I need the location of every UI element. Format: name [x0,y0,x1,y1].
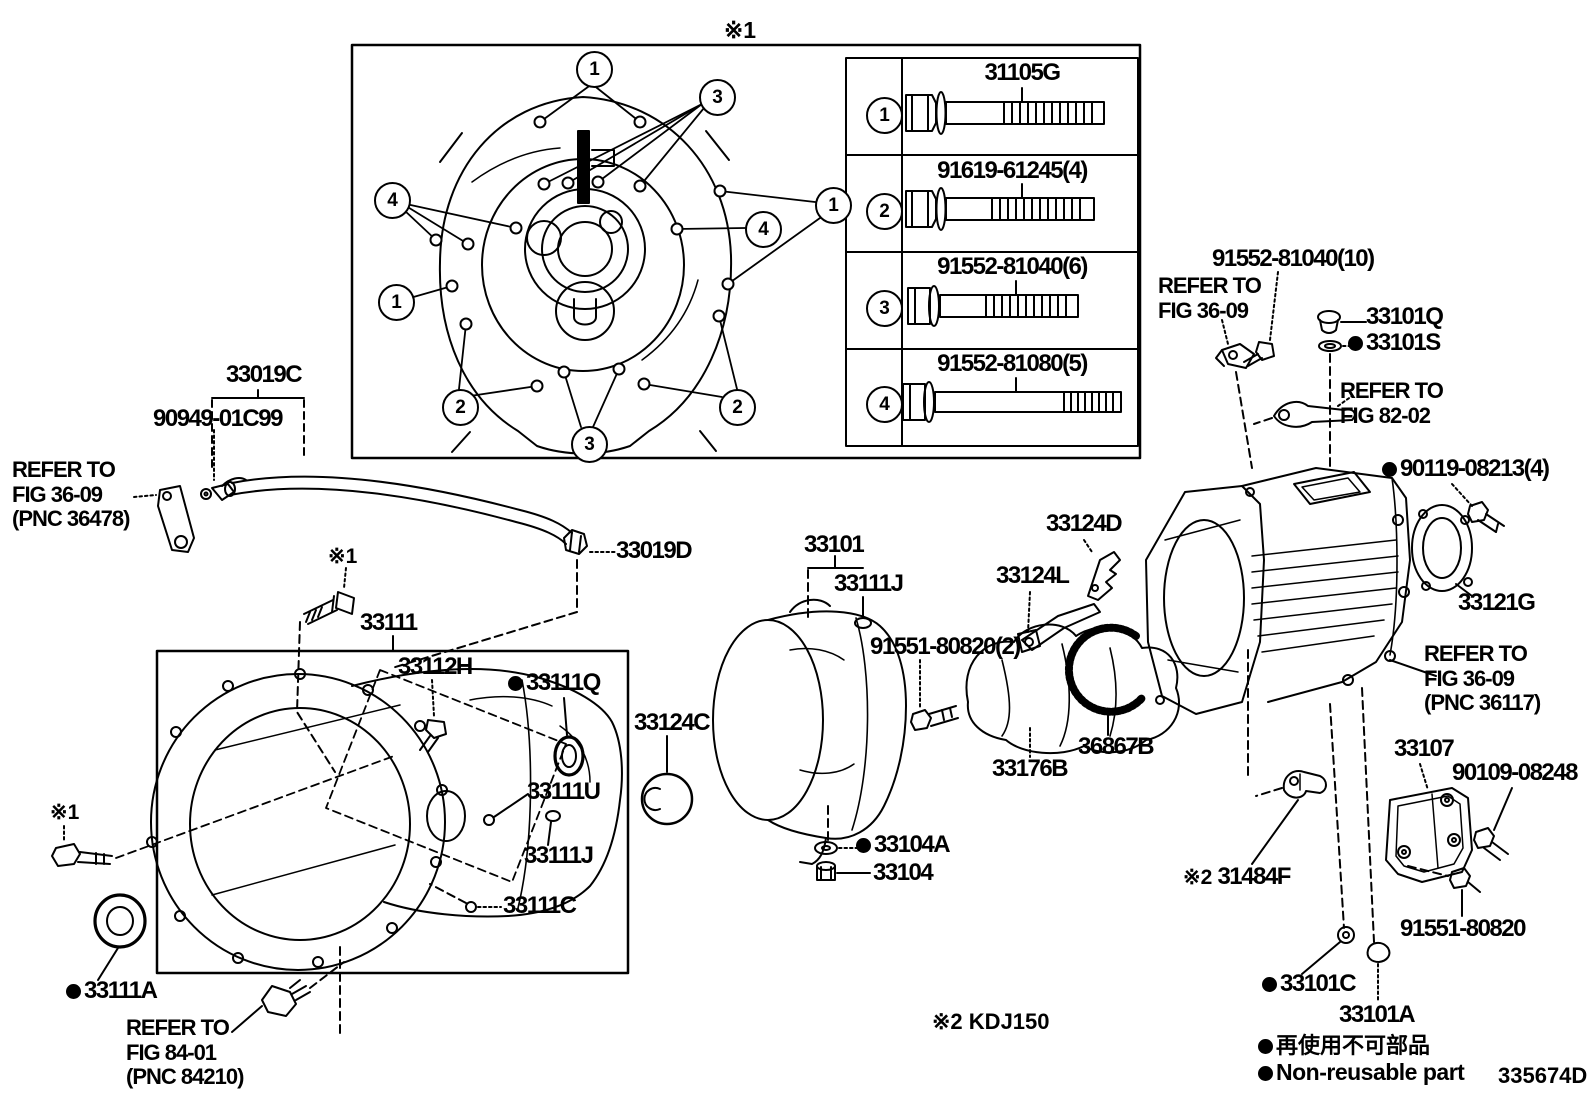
callout-leaders [403,83,821,428]
part-label-33104: 33104 [873,859,934,886]
part-label-33176B: 33176B [992,755,1069,782]
part-label-91552-81040-10: 91552-81040(10) [1212,245,1375,272]
part-label-33104A: 33104A [856,832,951,857]
shift-bracket-drawings [1017,539,1121,653]
callout-2-right: 2 [719,389,756,426]
callout-1-left: 1 [378,284,415,321]
ref-label-fig36-09-top: REFER TO FIG 36-09 [1158,273,1262,323]
ref-label-fig36-09-pnc36117: REFER TO FIG 36-09 (PNC 36117) [1424,641,1541,716]
table-part-91552-81040: 91552-81040(6) [937,253,1088,280]
table-callout-2: 2 [866,193,903,230]
part-label-33112H: 33112H [398,653,473,680]
part-label-33101A: 33101A [1339,1001,1416,1028]
non-reusable-dot [508,676,523,691]
star1-bolt-drawing [296,567,355,773]
ref-label-fig36-09-pnc36478: REFER TO FIG 36-09 (PNC 36478) [12,457,130,532]
legend-non-reusable-en: Non-reusable part [1258,1060,1465,1084]
part-label-33107: 33107 [1394,735,1455,762]
table-callout-3: 3 [866,290,903,327]
part-label-90119-08213-4: 90119-08213(4) [1382,456,1550,481]
part-label-33124C: 33124C [634,709,711,736]
part-label-33019D: 33019D [616,537,693,564]
part-label-33111U: 33111U [527,778,601,805]
top-box-frame [350,43,1142,460]
callout-2-left: 2 [442,389,479,426]
extension-housing-drawing [1145,467,1411,715]
harness-bracket-drawing [1215,271,1279,469]
callout-1-right: 1 [815,187,852,224]
callout-4-mid: 4 [745,211,782,248]
part-label-33121G: 33121G [1458,589,1536,616]
part-label-33111J-mid: 33111J [834,570,904,597]
non-reusable-dot [1258,1066,1273,1081]
shift-lever-arm-drawing [1253,395,1356,428]
bolt-drawing-91552-81080 [902,377,1122,423]
table-callout-1: 1 [866,97,903,134]
transmission-case-drawing [115,667,623,971]
bolt-drawing-31105G [905,87,1105,135]
case-box-frame [155,649,630,975]
part-label-91551-80820: 91551-80820 [1400,915,1526,942]
table-part-91552-81080: 91552-81080(5) [937,350,1088,377]
legend-non-reusable-jp: 再使用不可部品 [1258,1034,1430,1057]
part-label-31484F: ※2 31484F [1183,863,1291,890]
ref-label-fig82-02: REFER TO FIG 82-02 [1340,378,1444,428]
clutch-housing-drawing [438,96,733,455]
plug-cap-drawing [1301,926,1391,1003]
breather-plug-drawing [1317,310,1367,469]
filler-tube-drawing [133,389,616,669]
control-plate-drawing [1385,763,1513,917]
star1-marker-lower: ※1 [50,801,80,824]
model-note: ※2 KDJ150 [932,1009,1050,1034]
bolt-holes [429,115,735,393]
snap-ring-drawing [1064,623,1146,736]
rear-retainer-drawing [1389,483,1505,677]
tube-clamp-drawing [1247,649,1327,865]
part-label-33124D: 33124D [1046,510,1123,537]
part-label-33111Q: 33111Q [508,670,601,695]
part-label-33101: 33101 [804,531,865,558]
part-label-91551-80820-2: 91551-80820(2) [870,633,1021,660]
table-callout-4: 4 [866,386,903,423]
intermediate-case-drawing [712,555,959,865]
non-reusable-dot [1262,977,1277,992]
bolt-drawing-91619 [905,183,1095,231]
box-marker-star1: ※1 [724,17,757,43]
part-label-36867B: 36867B [1078,733,1155,760]
bolt-drawing-91552-81040 [907,280,1079,327]
part-label-90109-08248: 90109-08248 [1452,759,1578,786]
figure-code: 335674D [1498,1063,1588,1088]
case-small-parts [93,679,694,1036]
part-label-33101Q: 33101Q [1366,303,1444,330]
part-label-90949-01C99: 90949-01C99 [153,405,283,432]
part-label-33101S: 33101S [1348,330,1441,355]
non-reusable-dot [66,984,81,999]
non-reusable-dot [856,838,871,853]
star1-marker-upper: ※1 [328,545,358,568]
callout-3-upper: 3 [699,79,736,116]
part-label-33101C: 33101C [1262,971,1357,996]
ref-label-fig84-01-pnc84210: REFER TO FIG 84-01 (PNC 84210) [126,1015,244,1090]
part-label-33111: 33111 [360,609,418,636]
non-reusable-dot [1348,336,1363,351]
part-label-33111J-case: 33111J [524,842,594,869]
table-part-31105G: 31105G [984,59,1061,86]
non-reusable-dot [1258,1039,1273,1054]
non-reusable-dot [1382,462,1397,477]
part-label-33019C: 33019C [226,361,303,388]
callout-1-top: 1 [576,51,613,88]
part-label-33111C: 33111C [503,892,577,919]
table-part-91619-61245: 91619-61245(4) [937,157,1088,184]
part-label-33124L: 33124L [996,562,1070,589]
callout-4-left: 4 [374,182,411,219]
part-label-33111A: 33111A [66,978,158,1003]
callout-3-bottom: 3 [571,426,608,463]
